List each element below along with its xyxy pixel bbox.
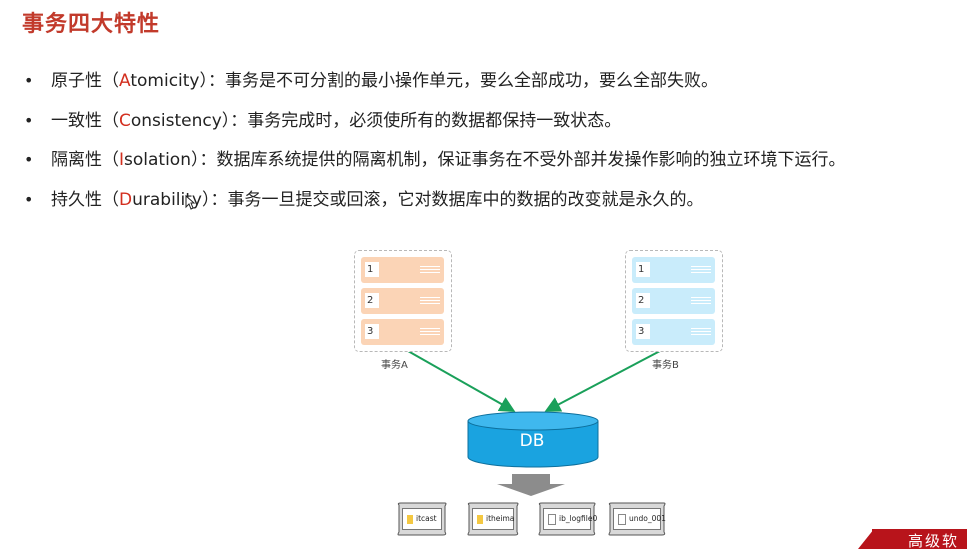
folder-icon: [407, 514, 413, 524]
document-icon: [618, 513, 626, 525]
transaction-b-label: 事务B: [652, 360, 679, 371]
lines-icon: [691, 297, 711, 306]
file-item: itheima: [466, 502, 520, 536]
document-icon: [548, 513, 556, 525]
transaction-a-panel: 1 2 3: [354, 250, 452, 352]
item-text: 一致性（Consistency）：事务完成时，必须使所有的数据都保持一致状态。: [51, 110, 622, 131]
transaction-a-item: 2: [361, 288, 444, 314]
file-name: undo_001: [629, 514, 666, 523]
highlight-letter: I: [119, 150, 125, 170]
list-item-consistency: • 一致性（Consistency）：事务完成时，必须使所有的数据都保持一致状态…: [24, 108, 964, 148]
file-item: undo_001: [607, 502, 667, 536]
item-text: 持久性（Durability）：事务一旦提交或回滚，它对数据库中的数据的改变就是…: [51, 189, 704, 210]
arrow-b-to-db: [544, 350, 661, 412]
bullet-marker: •: [24, 189, 34, 209]
transaction-b-item: 3: [632, 319, 715, 345]
item-text: 隔离性（Isolation）：数据库系统提供的隔离机制，保证事务在不受外部并发操…: [51, 150, 846, 170]
file-item: itcast: [396, 502, 448, 536]
mouse-cursor-icon: [185, 194, 196, 210]
transaction-a-item: 1: [361, 257, 444, 283]
highlight-letter: C: [119, 110, 131, 131]
lines-icon: [420, 328, 440, 337]
item-text: 原子性（Atomicity）：事务是不可分割的最小操作单元，要么全部成功，要么全…: [51, 71, 718, 91]
brand-text: 高级软: [908, 532, 960, 550]
lines-icon: [691, 266, 711, 275]
folder-icon: [477, 514, 483, 524]
transaction-a-item: 3: [361, 319, 444, 345]
database-label: DB: [519, 431, 545, 451]
list-item-atomicity: • 原子性（Atomicity）：事务是不可分割的最小操作单元，要么全部成功，要…: [24, 68, 964, 108]
transaction-b-item: 1: [632, 257, 715, 283]
highlight-letter: D: [119, 189, 133, 210]
file-name: itcast: [416, 514, 437, 523]
transaction-b-panel: 1 2 3: [625, 250, 723, 352]
lines-icon: [420, 297, 440, 306]
brand-corner-decoration: [858, 529, 874, 549]
arrow-a-to-db: [407, 350, 516, 412]
down-arrow-icon: [497, 474, 565, 496]
page-title: 事务四大特性: [22, 12, 161, 37]
highlight-letter: A: [119, 71, 131, 91]
list-item-isolation: • 隔离性（Isolation）：数据库系统提供的隔离机制，保证事务在不受外部并…: [24, 147, 964, 187]
properties-list: • 原子性（Atomicity）：事务是不可分割的最小操作单元，要么全部成功，要…: [24, 68, 964, 226]
database-cylinder-icon: [467, 411, 599, 468]
transaction-b-item: 2: [632, 288, 715, 314]
lines-icon: [691, 328, 711, 337]
brand-banner: [872, 529, 967, 549]
bullet-marker: •: [24, 150, 34, 169]
list-item-durability: • 持久性（Durability）：事务一旦提交或回滚，它对数据库中的数据的改变…: [24, 187, 964, 227]
lines-icon: [420, 266, 440, 275]
transaction-a-label: 事务A: [381, 360, 408, 371]
file-item: ib_logfile0: [537, 502, 597, 536]
file-name: itheima: [486, 514, 515, 523]
file-name: ib_logfile0: [559, 514, 598, 523]
bullet-marker: •: [24, 71, 34, 90]
bullet-marker: •: [24, 110, 34, 130]
